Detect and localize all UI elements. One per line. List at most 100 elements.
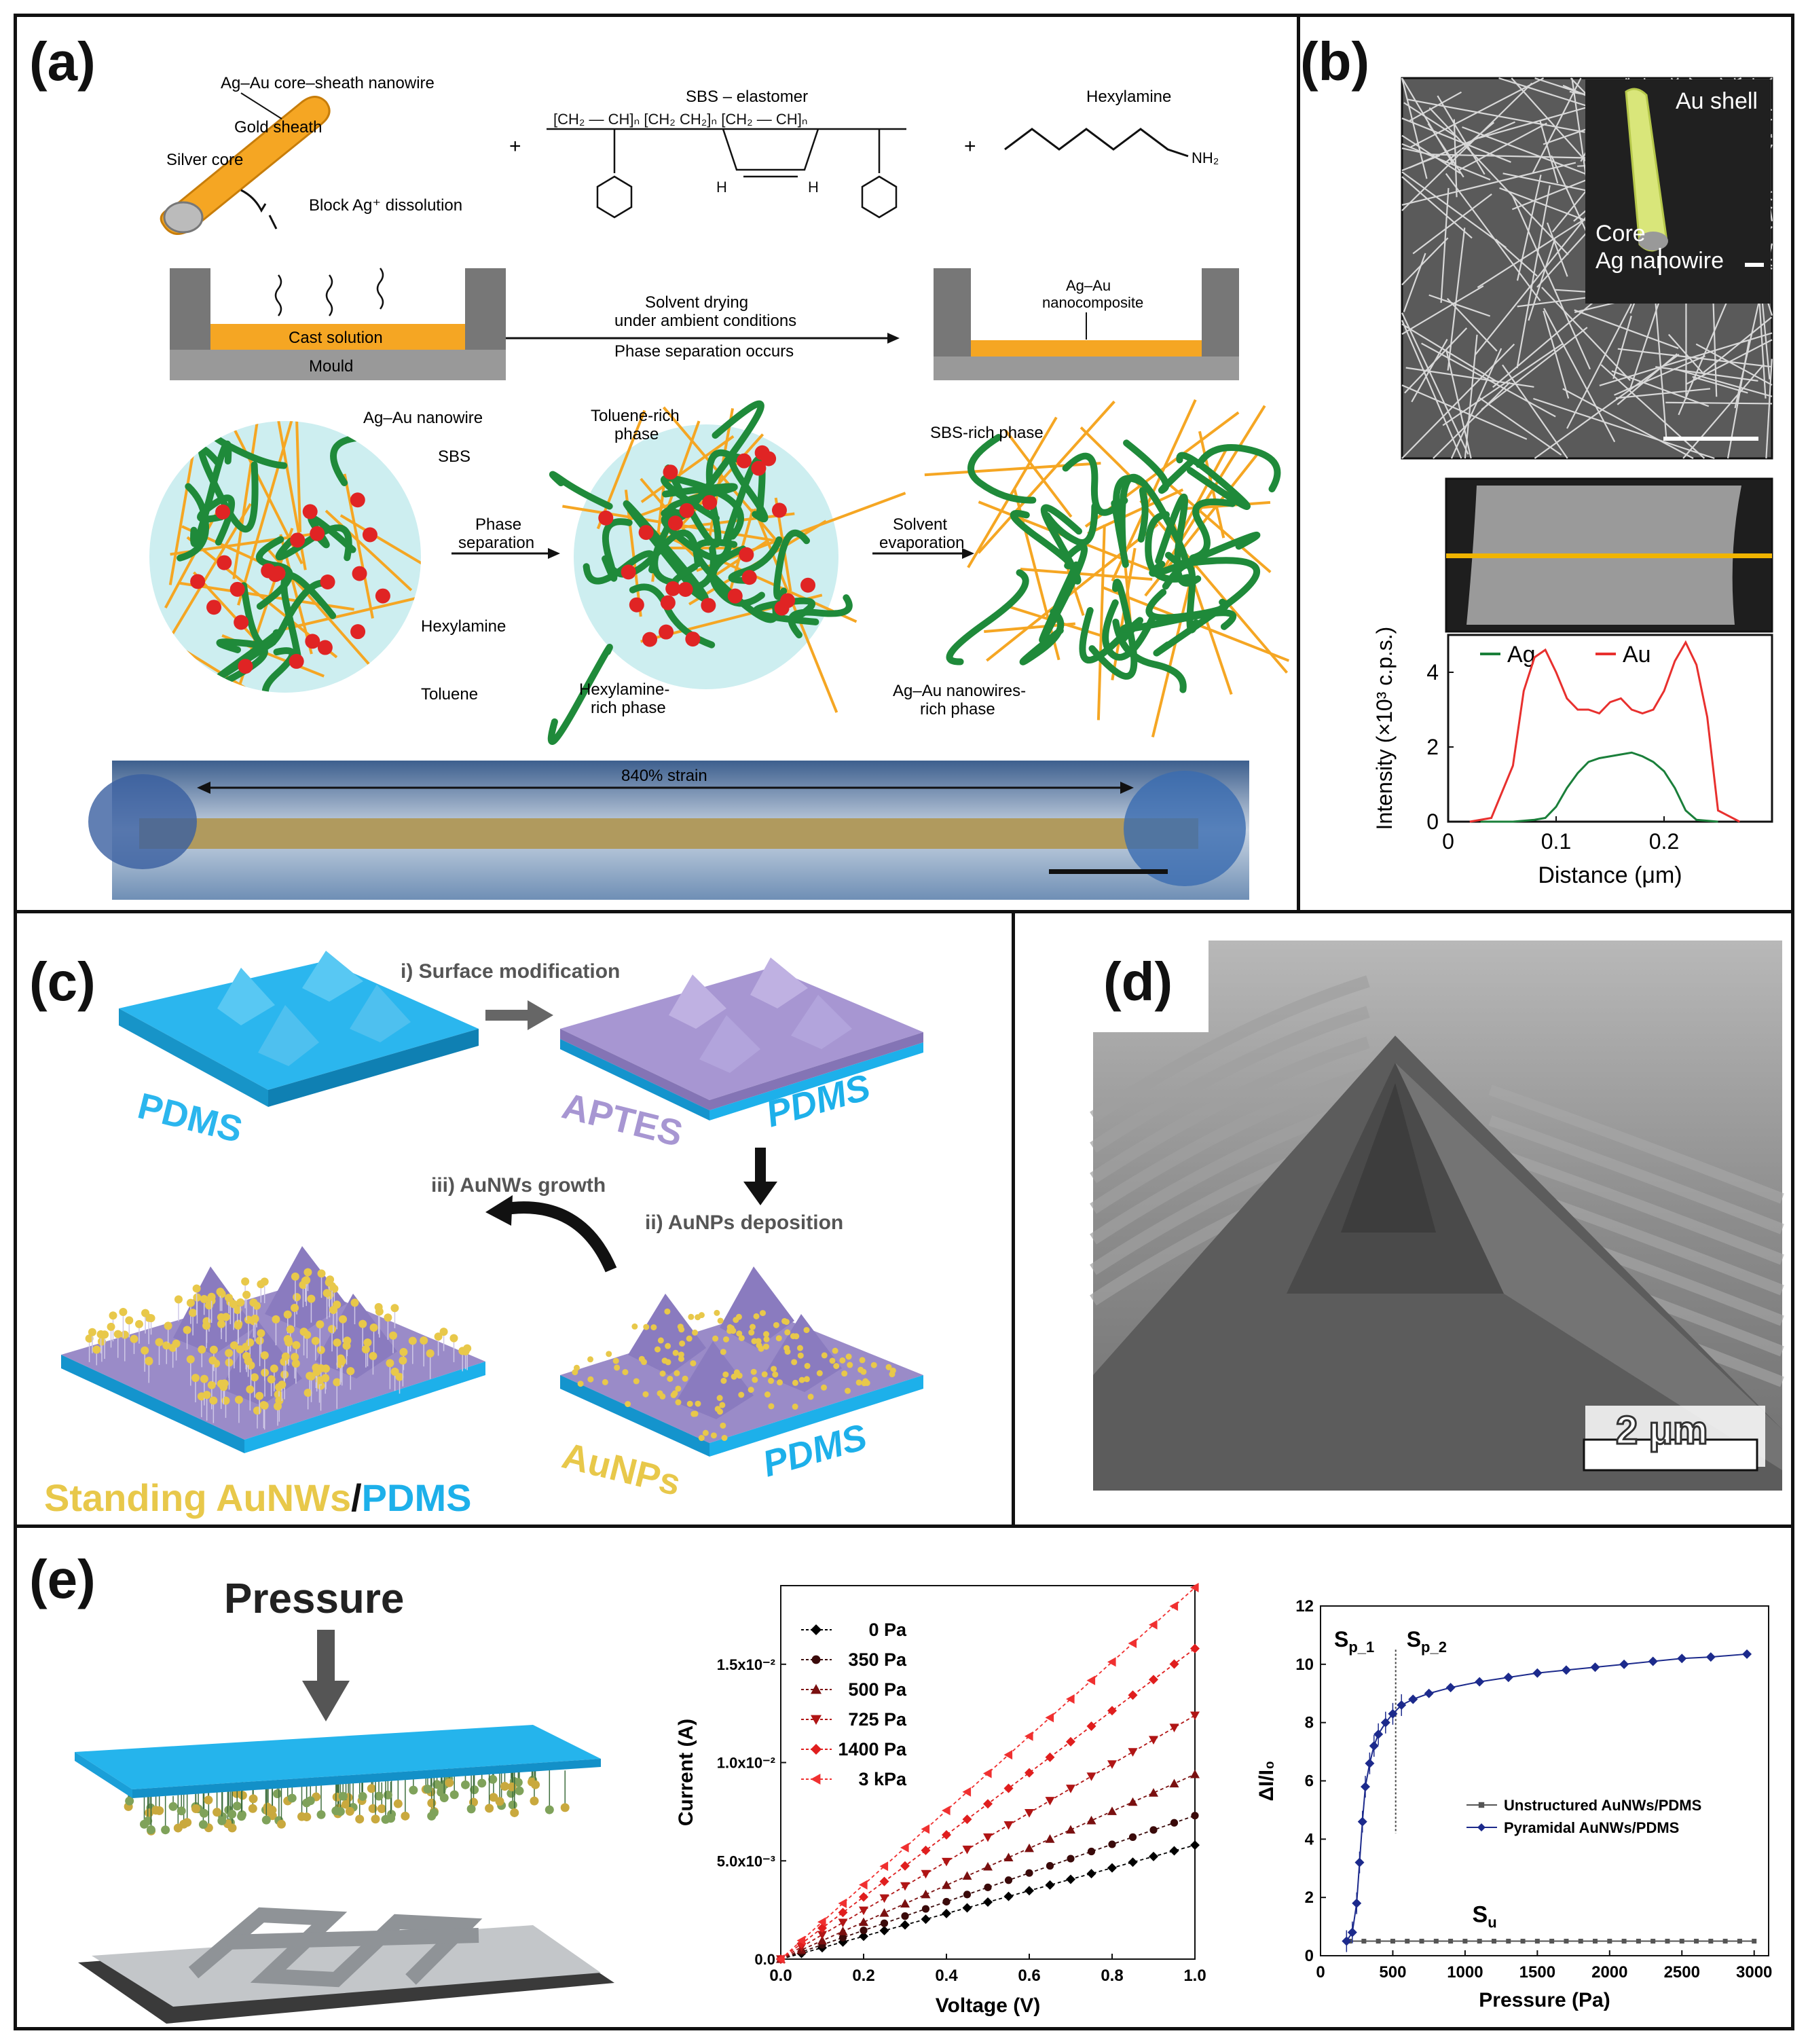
plus-2: + xyxy=(964,135,976,158)
sens-point xyxy=(1534,1939,1540,1944)
sens-point xyxy=(1477,1939,1482,1944)
panel-c-schematic: PDMS i) Surface modification APTES PDMS … xyxy=(44,951,923,1519)
step3-label: iii) AuNWs growth xyxy=(431,1174,606,1197)
sens-y-tick: 8 xyxy=(1305,1714,1314,1732)
sens-point xyxy=(1388,1709,1398,1719)
iv-point xyxy=(942,1908,951,1918)
sens-y-tick: 6 xyxy=(1305,1772,1314,1791)
hexylamine-dot xyxy=(290,532,306,548)
edx-legend-label: Ag xyxy=(1507,642,1536,668)
iv-x-tick: 0.0 xyxy=(769,1967,792,1985)
iv-point xyxy=(1169,1601,1179,1611)
sens-point xyxy=(1607,1939,1612,1944)
sens-point xyxy=(1636,1939,1641,1944)
sens-point xyxy=(1532,1668,1543,1678)
step1-label: i) Surface modification xyxy=(401,960,620,983)
hexylamine-dot xyxy=(234,615,249,630)
iv-point xyxy=(1191,1812,1199,1820)
iv-point xyxy=(859,1917,868,1927)
iv-point xyxy=(921,1914,931,1924)
iv-point xyxy=(1067,1855,1075,1863)
sens-y-tick: 4 xyxy=(1305,1830,1314,1848)
nanowire-fiber xyxy=(663,420,701,518)
iv-point xyxy=(1045,1880,1055,1890)
iv-legend-marker xyxy=(811,1744,822,1755)
label-hexylamine-rich-2: rich phase xyxy=(591,699,666,717)
sens-point xyxy=(1445,1683,1456,1693)
iv-point xyxy=(838,1933,847,1941)
sens-point xyxy=(1352,1898,1362,1908)
iv-y-tick: 0.0 xyxy=(754,1951,775,1968)
iv-point xyxy=(1149,1736,1158,1745)
hexylamine-dot xyxy=(320,574,335,590)
phase-sep-occurs: Phase separation occurs xyxy=(614,342,794,361)
label-nw-rich-2: rich phase xyxy=(920,700,995,718)
label-sbs: SBS xyxy=(438,448,471,466)
sens-x-tick: 3000 xyxy=(1736,1963,1772,1982)
nanowire-fiber xyxy=(168,452,195,585)
iv-x-tick: 0.2 xyxy=(852,1967,874,1985)
sens-point xyxy=(1549,1939,1555,1944)
hexylamine-dot xyxy=(771,503,787,518)
iv-x-tick: 0.6 xyxy=(1018,1967,1040,1985)
hexylamine-dot xyxy=(685,632,701,647)
iv-series xyxy=(776,1840,1200,1964)
nanocomposite-line1: Ag–Au xyxy=(1066,277,1111,294)
iv-point xyxy=(983,1768,992,1778)
sens-point xyxy=(1347,1927,1357,1937)
silver-core-label: Silver core xyxy=(166,151,243,169)
sens-legend-marker xyxy=(1477,1823,1486,1831)
iv-point xyxy=(983,1897,993,1908)
panel-label-b: (b) xyxy=(1300,31,1370,92)
label-sbs-rich: SBS-rich phase xyxy=(930,424,1044,442)
top-pdms-layer xyxy=(75,1725,601,1789)
divider-row2 xyxy=(14,1525,1794,1528)
hexylamine-dot xyxy=(375,588,390,604)
sens-x-tick: 2500 xyxy=(1664,1963,1700,1982)
edx-series-au xyxy=(1469,640,1740,823)
sbs-chain xyxy=(1019,608,1065,665)
iv-legend-label: 350 Pa xyxy=(848,1649,907,1670)
edx-y-tick: 4 xyxy=(1426,660,1439,685)
hexylamine-dot xyxy=(701,598,716,613)
sens-point xyxy=(1648,1656,1658,1666)
sens-point xyxy=(1705,1652,1716,1662)
label-hexylamine: Hexylamine xyxy=(421,617,506,636)
iv-point xyxy=(1169,1659,1179,1669)
standing-label: Standing AuNWs/PDMS xyxy=(44,1476,471,1519)
electrode-substrate xyxy=(78,1907,614,2024)
hexylamine-dot xyxy=(736,453,752,469)
hexylamine-dot xyxy=(352,566,367,581)
iv-point xyxy=(838,1908,848,1918)
hexylamine-dot xyxy=(659,624,674,640)
iv-point xyxy=(962,1814,972,1825)
label-nw-rich-1: Ag–Au nanowires- xyxy=(893,682,1026,700)
sens-legend-label: Unstructured AuNWs/PDMS xyxy=(1504,1797,1701,1814)
iv-point xyxy=(900,1842,909,1853)
iv-point xyxy=(983,1833,993,1842)
iv-point xyxy=(1066,1874,1075,1884)
sens-point xyxy=(1503,1673,1513,1683)
hexylamine-dot xyxy=(317,640,333,655)
au-shell-label: Au shell xyxy=(1676,88,1758,114)
sens-point xyxy=(1619,1659,1629,1669)
sens-point xyxy=(1677,1654,1687,1664)
iv-series xyxy=(776,1769,1200,1963)
nanowire-fiber xyxy=(295,421,302,532)
hexylamine-formula xyxy=(1004,128,1189,158)
arrow1-line2: separation xyxy=(458,534,534,552)
hexylamine-dot xyxy=(362,527,377,543)
iv-point xyxy=(1004,1876,1013,1884)
arrow2-line1: Solvent xyxy=(893,515,947,534)
sens-legend-marker xyxy=(1478,1802,1485,1808)
iv-x-tick: 0.8 xyxy=(1101,1967,1123,1985)
figure-frame xyxy=(14,14,1794,2030)
hexylamine-dot xyxy=(238,659,253,674)
hexylamine-dot xyxy=(215,504,231,519)
iv-point xyxy=(1190,1840,1200,1850)
iv-point xyxy=(942,1880,951,1889)
sbs-chain xyxy=(240,579,333,649)
iv-point xyxy=(900,1861,910,1871)
panel-label-d: (d) xyxy=(1103,951,1173,1012)
